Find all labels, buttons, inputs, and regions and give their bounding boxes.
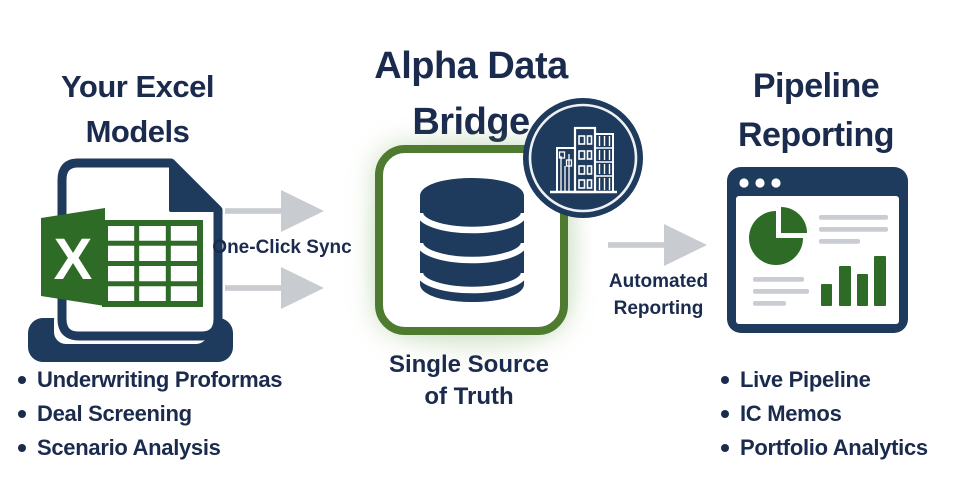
bullet-dot bbox=[721, 376, 729, 384]
bridge-caption: Single Source of Truth bbox=[369, 349, 569, 413]
bullet-dot bbox=[18, 444, 26, 452]
bullet-dot bbox=[18, 410, 26, 418]
excel-banner bbox=[41, 208, 105, 306]
list-item: IC Memos bbox=[715, 397, 971, 431]
right-bullet-list: Live Pipeline IC Memos Portfolio Analyti… bbox=[715, 363, 971, 465]
text-line-placeholders bbox=[753, 215, 888, 306]
left-title-line1: Your Excel bbox=[61, 68, 214, 104]
building-line-art bbox=[550, 126, 617, 194]
bullet-text: Live Pipeline bbox=[740, 367, 871, 392]
bullet-dot bbox=[721, 410, 729, 418]
spreadsheet-grid bbox=[102, 220, 203, 307]
excel-file-on-tray-icon: X bbox=[28, 158, 233, 362]
left-bullet-list: Underwriting Proformas Deal Screening Sc… bbox=[12, 363, 342, 465]
list-item: Deal Screening bbox=[12, 397, 342, 431]
bullet-text: Deal Screening bbox=[37, 401, 192, 426]
center-title-line2: Bridge bbox=[412, 100, 530, 143]
arrow-right-icon bbox=[225, 190, 324, 232]
bullet-text: Scenario Analysis bbox=[37, 435, 221, 460]
sync-label: One-Click Sync bbox=[212, 237, 352, 258]
bullet-dot bbox=[18, 376, 26, 384]
list-item: Live Pipeline bbox=[715, 363, 971, 397]
list-item: Scenario Analysis bbox=[12, 431, 342, 465]
bar-chart-glyph bbox=[821, 256, 886, 306]
center-title-line1: Alpha Data bbox=[374, 44, 568, 87]
bullet-text: IC Memos bbox=[740, 401, 842, 426]
center-section-title: Alpha Data Bridge bbox=[360, 38, 582, 150]
window-dots bbox=[739, 178, 781, 188]
right-title-line1: Pipeline bbox=[752, 67, 880, 106]
automated-label-line1: Automated bbox=[608, 271, 709, 292]
bullet-text: Underwriting Proformas bbox=[37, 367, 283, 392]
database-icon bbox=[416, 178, 527, 302]
automated-label-line2: Reporting bbox=[613, 298, 704, 319]
excel-letter: X bbox=[54, 227, 93, 292]
bullet-dot bbox=[721, 444, 729, 452]
dashboard-window-icon bbox=[727, 167, 908, 333]
right-title-line2: Reporting bbox=[737, 116, 895, 155]
left-title-line2: Models bbox=[85, 113, 190, 149]
caption-line1: Single Source bbox=[388, 351, 550, 378]
folded-corner bbox=[169, 160, 221, 212]
list-item: Portfolio Analytics bbox=[715, 431, 971, 465]
caption-line2: of Truth bbox=[424, 383, 514, 410]
pie-chart-glyph bbox=[749, 207, 807, 265]
building-badge-icon bbox=[523, 98, 643, 218]
bullet-text: Portfolio Analytics bbox=[740, 435, 928, 460]
arrow-right-icon bbox=[225, 267, 324, 309]
list-item: Underwriting Proformas bbox=[12, 363, 342, 397]
left-section-title: Your Excel Models bbox=[27, 64, 248, 154]
automated-label: Automated Reporting bbox=[596, 268, 721, 322]
arrow-right-icon bbox=[608, 224, 707, 266]
right-section-title: Pipeline Reporting bbox=[716, 62, 916, 160]
